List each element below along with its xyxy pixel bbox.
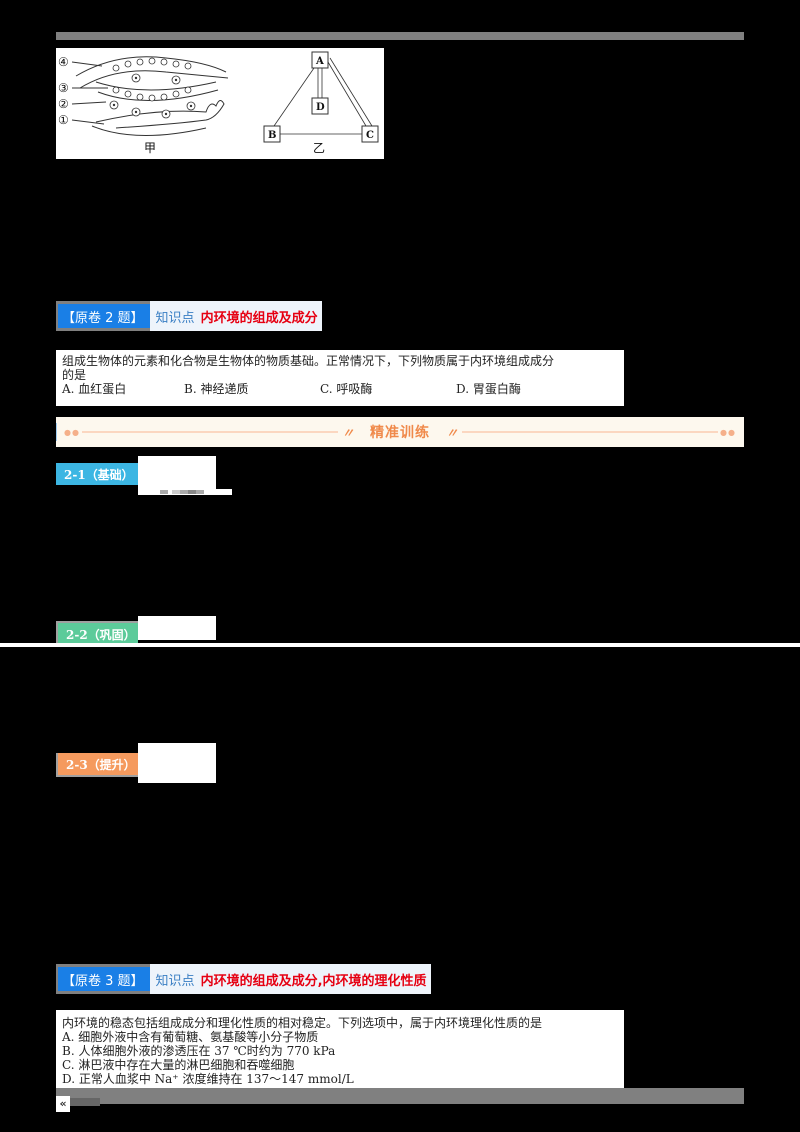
level-2-3-placeholder [138,743,216,783]
option-b[interactable]: B. 人体细胞外液的渗透压在 37 ℃时约为 770 kPa [62,1044,336,1058]
caption-jia: 甲 [144,141,156,155]
node-c: C [366,130,374,141]
option-c[interactable]: C. 呼吸酶 [320,382,373,396]
question-3-tag: 【原卷 3 题】 [56,964,150,994]
question-2-body: 组成生物体的元素和化合物是生物体的物质基础。正常情况下，下列物质属于内环境组成成… [56,350,624,406]
question-3-knowledge-point: 知识点 内环境的组成及成分,内环境的理化性质 [149,964,431,994]
option-b[interactable]: B. 神经递质 [184,382,249,396]
prev-page-icon[interactable]: « [56,1096,70,1112]
question-2-header: 【原卷 2 题】 知识点 内环境的组成及成分 [56,301,322,331]
page-bottom-bar [56,1088,744,1104]
question-2-knowledge-point: 知识点 内环境的组成及成分 [149,301,322,331]
question-3-body: 内环境的稳态包括组成成分和理化性质的相对稳定。下列选项中，属于内环境理化性质的是… [56,1010,624,1090]
option-d[interactable]: D. 胃蛋白酶 [456,382,521,396]
node-b: B [268,130,276,141]
banner-dots-left: ●● [64,427,80,437]
banner-edge [56,423,57,441]
question-3-stem: 内环境的稳态包括组成成分和理化性质的相对稳定。下列选项中，属于内环境理化性质的是 [62,1016,543,1030]
page-top-bar [56,32,744,40]
option-a[interactable]: A. 细胞外液中含有葡萄糖、氨基酸等小分子物质 [62,1030,319,1044]
kp-topic: 内环境的组成及成分 [200,310,318,326]
question-3-header: 【原卷 3 题】 知识点 内环境的组成及成分,内环境的理化性质 [56,964,431,994]
option-a[interactable]: A. 血红蛋白 [62,382,127,396]
level-2-1-dots [152,490,212,494]
banner-title: 精准训练 [370,425,430,441]
page-divider-strip [0,643,800,647]
kp-topic: 内环境的组成及成分,内环境的理化性质 [200,973,427,989]
question-2-options: A. 血红蛋白 B. 神经递质 C. 呼吸酶 D. 胃蛋白酶 [62,382,618,396]
diagram-svg: ④ ③ ② ① 甲 乙 A B C D [58,51,379,155]
caption-yi: 乙 [313,141,325,155]
page-number-area [70,1098,100,1106]
banner-line-left [81,431,338,433]
question-2-stem-line1: 组成生物体的元素和化合物是生物体的物质基础。正常情况下，下列物质属于内环境组成成… [62,354,555,368]
question-2-stem-line2: 的是 [62,368,87,382]
label-3: ③ [58,81,69,95]
kp-label: 知识点 [155,310,195,326]
question-2-tag: 【原卷 2 题】 [56,301,150,331]
figure-tissue-diagram: ④ ③ ② ① 甲 乙 A B C D [56,48,384,159]
option-c[interactable]: C. 淋巴液中存在大量的淋巴细胞和吞噬细胞 [62,1058,295,1072]
level-2-2-placeholder [138,616,216,640]
option-d[interactable]: D. 正常人血浆中 Na⁺ 浓度维持在 137～147 mmol/L [62,1072,354,1086]
level-tag-advanced: 2-3（提升） [56,753,138,777]
banner-mark-left: 〃 [341,425,354,440]
banner-mark-right: 〃 [446,425,459,440]
banner-dots-right: ●● [720,427,736,437]
kp-label: 知识点 [155,973,195,989]
precision-training-banner: ●● 〃 精准训练 〃 ●● [56,417,744,447]
label-4: ④ [58,55,69,69]
node-a: A [315,56,324,67]
level-tag-basic: 2-1（基础） [56,463,138,485]
node-d: D [316,102,325,113]
label-2: ② [58,97,69,111]
banner-line-right [462,431,719,433]
label-1: ① [58,113,69,127]
level-2-1-placeholder [138,456,216,489]
